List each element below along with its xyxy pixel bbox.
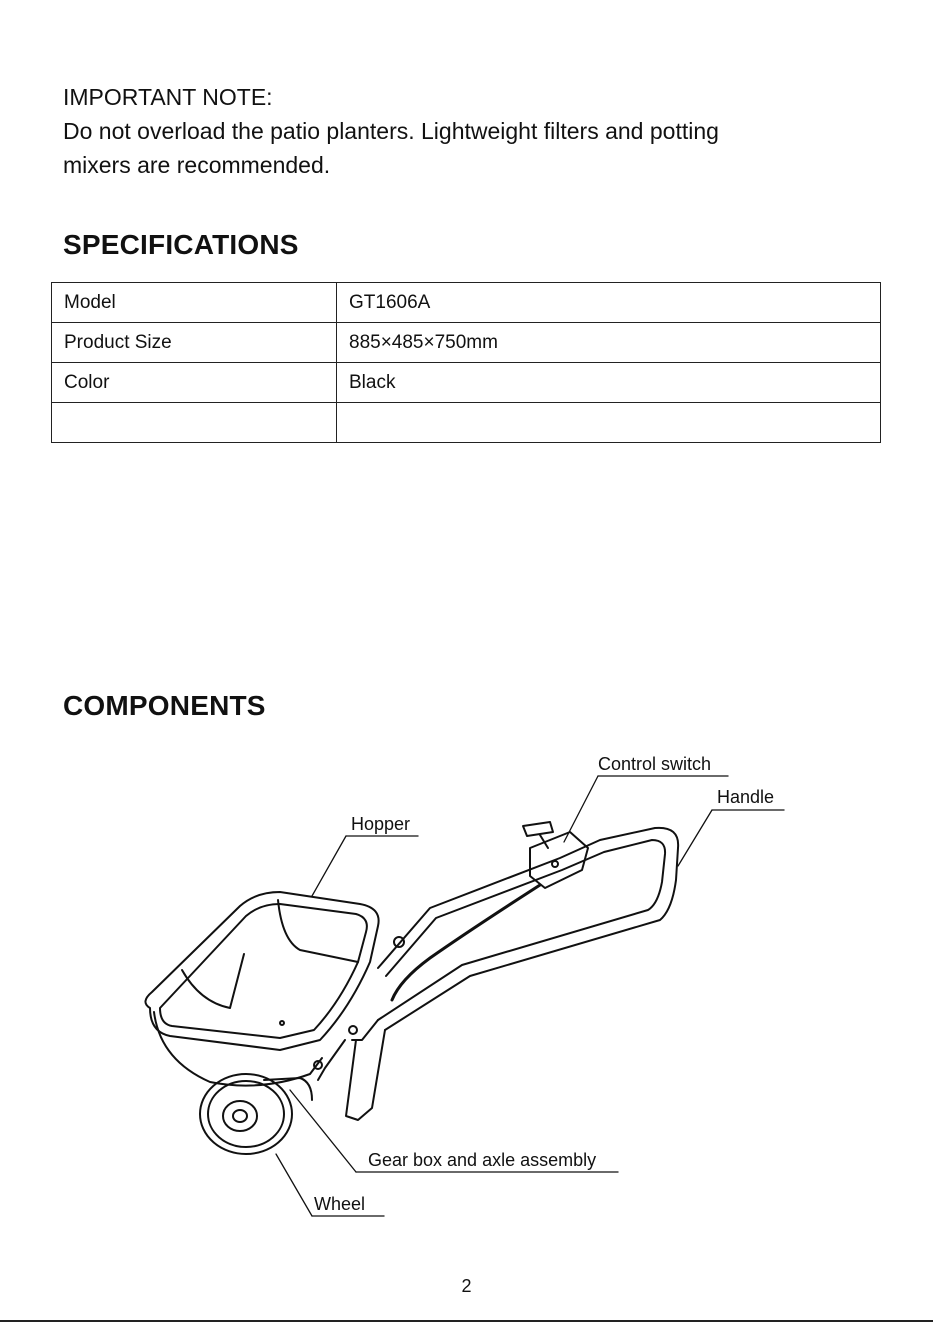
note-line-2: mixers are recommended. xyxy=(63,148,883,182)
control-switch-label: Control switch xyxy=(598,754,711,774)
note-line-1: Do not overload the patio planters. Ligh… xyxy=(63,114,883,148)
important-note: IMPORTANT NOTE: Do not overload the pati… xyxy=(63,80,883,182)
hopper xyxy=(145,892,378,1086)
spec-value xyxy=(337,403,881,443)
handle-frame xyxy=(318,828,678,1120)
specifications-table: Model GT1606A Product Size 885×485×750mm… xyxy=(51,282,881,443)
callout-handle: Handle xyxy=(678,787,784,866)
table-row: Model GT1606A xyxy=(52,283,881,323)
table-row xyxy=(52,403,881,443)
callout-gear-box: Gear box and axle assembly xyxy=(290,1090,618,1172)
spec-label: Model xyxy=(52,283,337,323)
callout-control-switch: Control switch xyxy=(564,754,728,842)
spec-label: Color xyxy=(52,363,337,403)
spec-label xyxy=(52,403,337,443)
callout-hopper: Hopper xyxy=(312,814,418,896)
control-switch-unit xyxy=(523,822,588,888)
table-row: Color Black xyxy=(52,363,881,403)
spec-label: Product Size xyxy=(52,323,337,363)
components-heading: COMPONENTS xyxy=(63,690,266,722)
spec-value: 885×485×750mm xyxy=(337,323,881,363)
wheel-label: Wheel xyxy=(314,1194,365,1214)
handle-label: Handle xyxy=(717,787,774,807)
spec-value: Black xyxy=(337,363,881,403)
spec-value: GT1606A xyxy=(337,283,881,323)
note-title: IMPORTANT NOTE: xyxy=(63,80,883,114)
table-row: Product Size 885×485×750mm xyxy=(52,323,881,363)
bottom-rule xyxy=(0,1320,933,1322)
specifications-heading: SPECIFICATIONS xyxy=(63,229,299,261)
page-number: 2 xyxy=(0,1276,933,1297)
spreader-diagram: Control switch Handle Hopper Gear box an… xyxy=(0,740,933,1240)
gear-box-label: Gear box and axle assembly xyxy=(368,1150,596,1170)
hopper-label: Hopper xyxy=(351,814,410,834)
